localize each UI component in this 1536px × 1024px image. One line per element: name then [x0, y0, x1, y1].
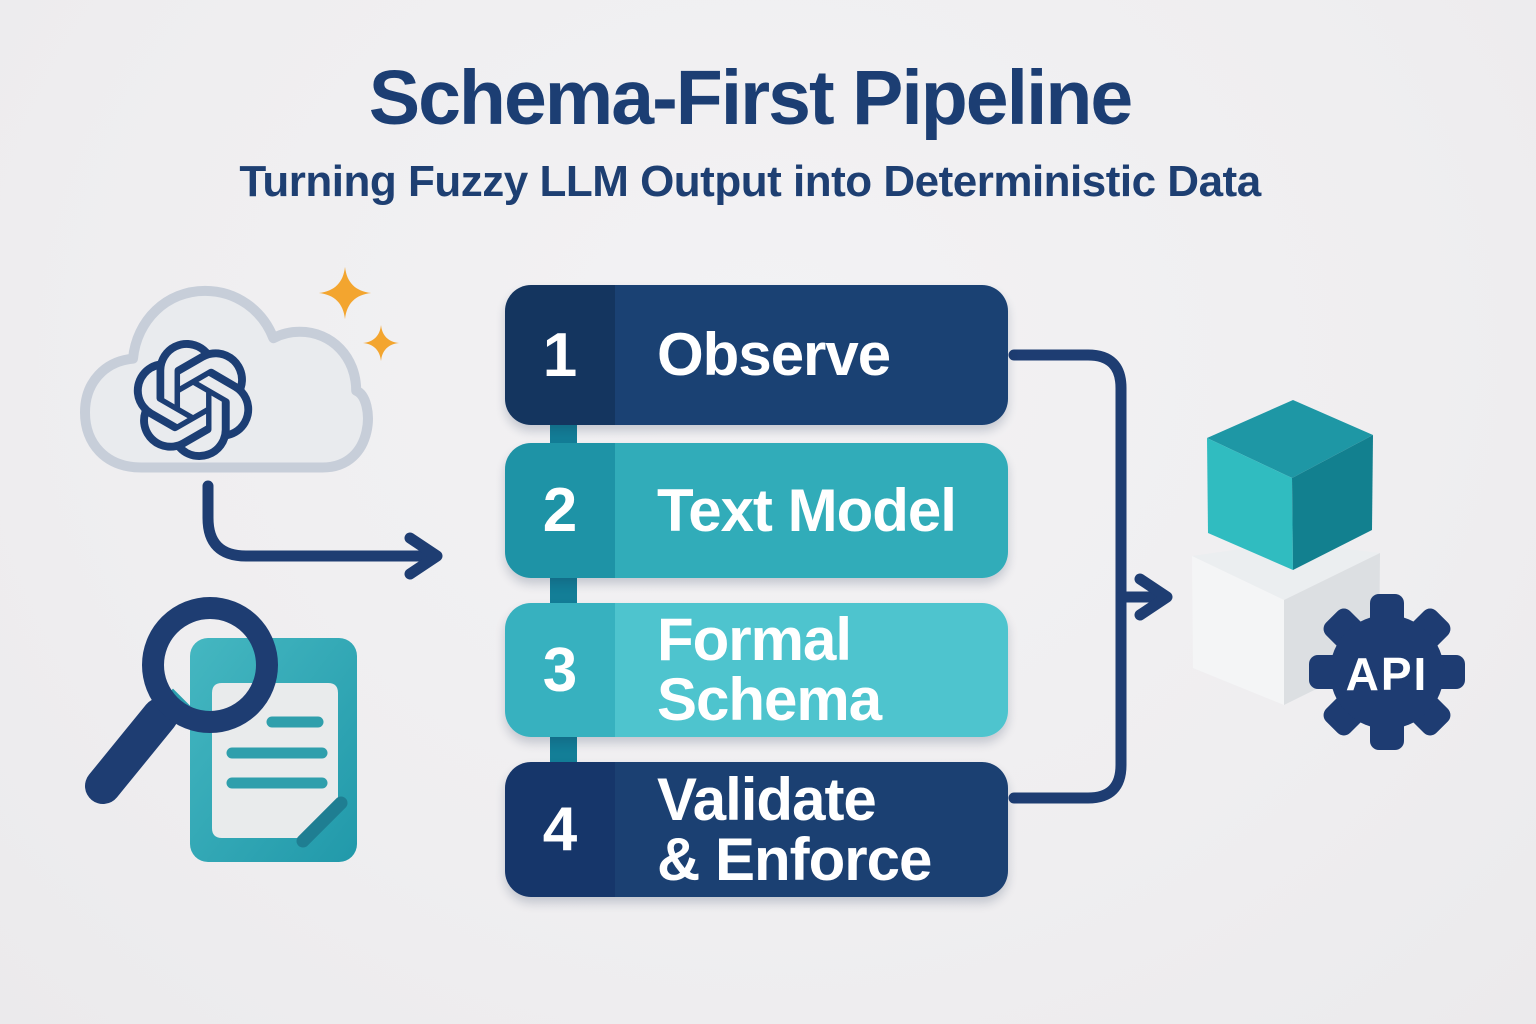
document-icon — [190, 638, 357, 862]
search-icon — [85, 597, 278, 804]
pipeline-step-text-model: 2 Text Model — [505, 443, 1008, 578]
pipeline-step-validate-enforce: 4 Validate & Enforce — [505, 762, 1008, 897]
api-label: API — [1346, 648, 1429, 700]
page-subtitle: Turning Fuzzy LLM Output into Determinis… — [239, 157, 1261, 206]
curved-arrow-icon — [202, 480, 443, 580]
step-label: Formal Schema — [615, 603, 1008, 737]
pipeline-step-observe: 1 Observe — [505, 285, 1008, 425]
step-label: Validate & Enforce — [615, 762, 1008, 897]
step-number: 3 — [505, 603, 615, 737]
gear-icon: API — [1309, 594, 1465, 750]
step-number: 1 — [505, 285, 615, 425]
pipeline-spine-connector — [550, 345, 577, 835]
step-number: 2 — [505, 443, 615, 578]
step-number: 4 — [505, 762, 615, 897]
page-title: Schema-First Pipeline — [368, 55, 1133, 141]
header: Schema-First Pipeline Turning Fuzzy LLM … — [0, 60, 1500, 207]
step-label: Text Model — [615, 443, 1008, 578]
step-label: Observe — [615, 285, 1008, 425]
openai-logo-icon — [133, 340, 253, 461]
pipeline: 1 Observe 2 Text Model 3 Formal Schema 4… — [505, 285, 1008, 900]
pipeline-step-formal-schema: 3 Formal Schema — [505, 603, 1008, 737]
sparkles-icon — [318, 266, 399, 361]
bracket-arrow-icon — [1008, 349, 1173, 804]
